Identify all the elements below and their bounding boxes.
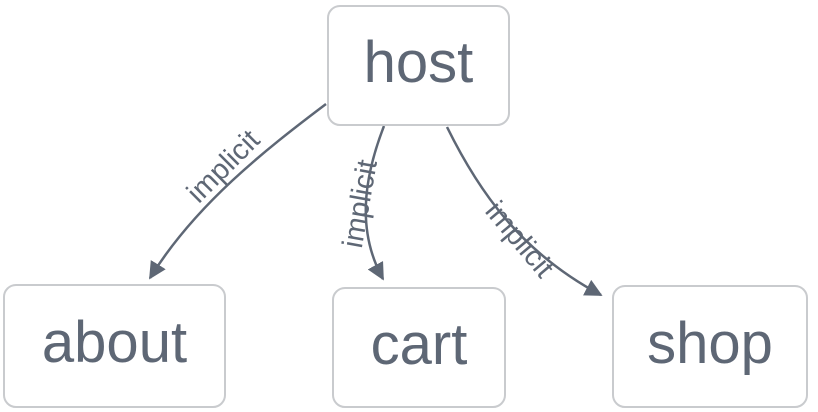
edge-host-shop bbox=[445, 126, 603, 297]
node-host: host bbox=[327, 5, 510, 126]
node-host-label: host bbox=[363, 29, 474, 95]
node-about: about bbox=[3, 284, 226, 408]
node-cart-label: cart bbox=[370, 311, 468, 377]
node-cart: cart bbox=[332, 287, 506, 408]
node-about-label: about bbox=[41, 310, 188, 375]
edge-host-cart bbox=[364, 125, 386, 281]
node-shop: shop bbox=[612, 285, 808, 408]
node-shop-label: shop bbox=[647, 310, 773, 376]
edge-host-about bbox=[148, 103, 327, 280]
